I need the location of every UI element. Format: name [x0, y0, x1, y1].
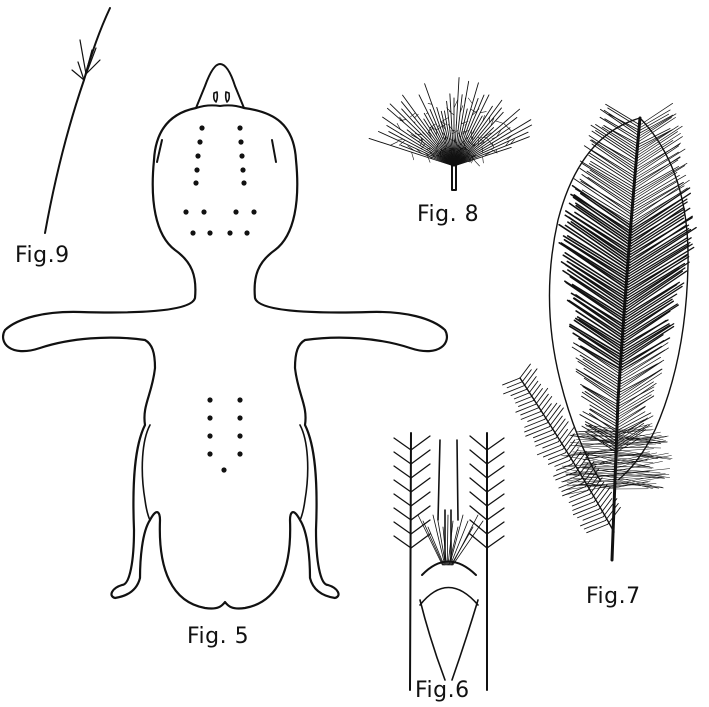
fig9-label: Fig.9 — [15, 243, 70, 268]
fig5-body-diagram — [3, 64, 447, 609]
fig8-barbs — [369, 78, 532, 166]
fig5-outline — [3, 108, 447, 609]
fig7-aftershaft — [503, 364, 621, 533]
fig5-label: Fig. 5 — [187, 624, 249, 649]
fig8-down-feather — [369, 78, 532, 190]
fig7-label: Fig.7 — [586, 584, 641, 609]
fig7-contour-feather — [503, 103, 697, 560]
fig6-quill-detail — [394, 433, 504, 690]
fig7-barbs — [559, 103, 696, 494]
fig9-filoplume — [45, 8, 110, 233]
fig6-label: Fig.6 — [415, 678, 470, 703]
fig8-label: Fig. 8 — [417, 202, 479, 227]
